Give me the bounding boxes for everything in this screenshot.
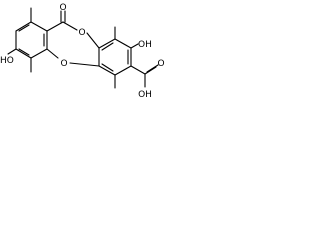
molecule-structure: O O O HO OH O OH bbox=[0, 3, 165, 100]
ring-oxygen-top-label: O bbox=[78, 28, 85, 38]
central-lactone-ring bbox=[46, 10, 100, 67]
substituent-bonds bbox=[7, 43, 159, 88]
carboxyl-hydroxyl-label: OH bbox=[138, 90, 152, 100]
methyl-groups bbox=[30, 7, 116, 89]
molecule-canvas: O O O HO OH O OH bbox=[0, 0, 176, 125]
carboxyl-oxygen-label: O bbox=[157, 59, 164, 69]
ring-oxygen-bottom-label: O bbox=[60, 59, 67, 69]
hydroxyl-right-label: OH bbox=[138, 40, 152, 50]
left-aromatic-ring bbox=[15, 21, 48, 59]
hydroxyl-left-label: HO bbox=[0, 56, 14, 66]
right-aromatic-ring bbox=[98, 38, 132, 76]
carbonyl-oxygen-label: O bbox=[59, 3, 66, 13]
